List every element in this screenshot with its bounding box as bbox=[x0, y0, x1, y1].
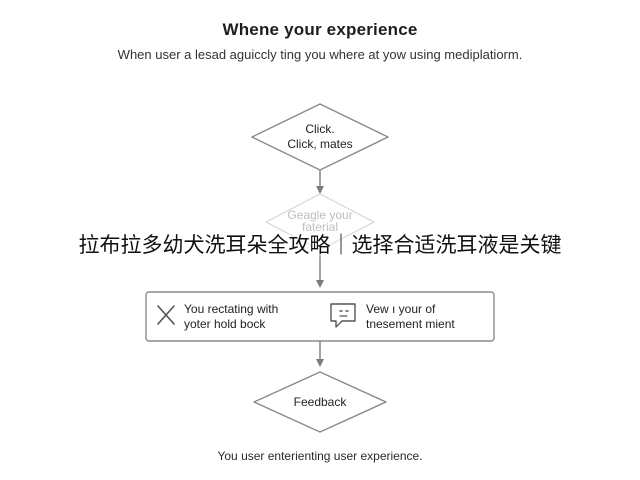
diagram-subtitle: When user a lesad aguiccly ting you wher… bbox=[117, 47, 523, 62]
decision-node-feedback-label: Feedback bbox=[293, 395, 347, 409]
chat-bubble-icon bbox=[330, 303, 356, 328]
decision-node-feedback bbox=[253, 371, 387, 433]
diagram-title: Whene your experience bbox=[222, 20, 418, 39]
click-line-1: Click. bbox=[305, 122, 335, 136]
process-box-left-text: You rectating with yoter hold bock bbox=[184, 302, 324, 332]
ghost-line-1: Geagle your bbox=[287, 208, 353, 222]
overlay-headline: 拉布拉多幼犬洗耳朵全攻略｜选择合适洗耳液是关键 bbox=[78, 233, 562, 257]
box-right-line-2: tnesement mient bbox=[366, 317, 455, 331]
box-left-line-1: You rectating with bbox=[184, 302, 279, 316]
diagram-footer: You user enterienting user experience. bbox=[217, 449, 423, 463]
box-left-line-2: yoter hold bock bbox=[184, 317, 266, 331]
box-right-line-1: Vew ı your of bbox=[366, 302, 436, 316]
close-x-icon bbox=[157, 305, 175, 325]
decision-node-click-label: Click. Click, mates bbox=[260, 122, 380, 152]
decision-node-ghost-label: Geagle your faterial bbox=[266, 209, 374, 233]
ghost-line-2: faterial bbox=[301, 220, 339, 234]
click-line-2: Click, mates bbox=[287, 137, 353, 151]
process-box-right-text: Vew ı your of tnesement mient bbox=[366, 302, 490, 332]
